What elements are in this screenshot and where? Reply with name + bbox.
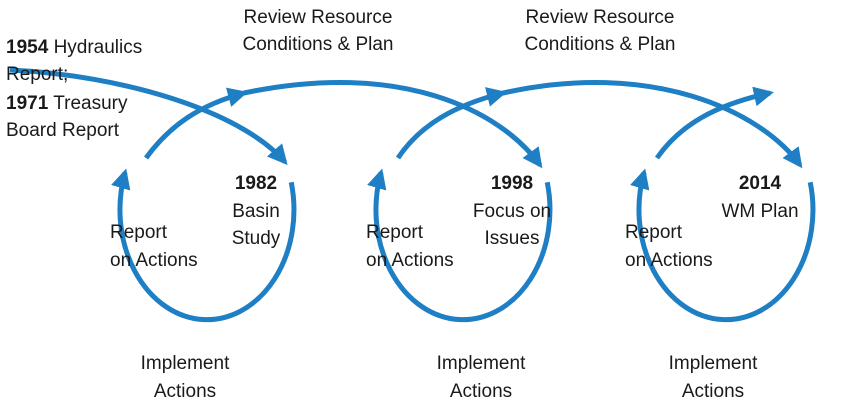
intro-text-treasury: Treasury xyxy=(53,93,128,114)
cycle-1-report-line-2: on Actions xyxy=(110,250,198,271)
cycle-2-year: 1998 xyxy=(490,173,534,194)
cycle-2-implement-line-2: Actions xyxy=(449,381,513,402)
cycle-2-circle-arrow xyxy=(367,168,553,323)
cycle-1-implement-line-1: Implement xyxy=(140,353,230,374)
intro-year-1971: 1971 xyxy=(6,93,49,114)
review-label-1-line-1: Review Resource xyxy=(243,7,393,28)
intro-connector-arrow xyxy=(9,67,288,166)
review-label-1-line-2: Conditions & Plan xyxy=(242,34,394,55)
review-label-2-line-2: Conditions & Plan xyxy=(524,34,676,55)
cycle-3-implement-line-2: Actions xyxy=(681,381,745,402)
cycle-3-year: 2014 xyxy=(738,173,782,194)
intro-line-4: Board Report xyxy=(6,120,120,141)
cycle-1-title-line-2: Study xyxy=(231,228,281,249)
cycle-2-title-line-1: Focus on xyxy=(472,201,552,222)
cycle-2-report-line-1: Report xyxy=(366,222,424,243)
intro-text-hydraulics: Hydraulics xyxy=(53,37,143,58)
review-label-2-line-1: Review Resource xyxy=(525,7,675,28)
cycle-3-title-line-1: WM Plan xyxy=(721,201,799,222)
review-arc-1-connector xyxy=(243,79,543,169)
cycle-2-report-line-2: on Actions xyxy=(366,250,454,271)
cycle-3-report-line-2: on Actions xyxy=(625,250,713,271)
review-arc-3-stub xyxy=(654,86,774,160)
intro-year-1954: 1954 xyxy=(6,37,49,58)
cycle-2-implement-line-1: Implement xyxy=(436,353,526,374)
cycle-1-report-line-1: Report xyxy=(110,222,168,243)
cycle-3-report-line-1: Report xyxy=(625,222,683,243)
intro-line-2: Report; xyxy=(6,64,69,85)
review-arc-2-connector xyxy=(502,79,803,169)
cycle-1-circle-arrow xyxy=(111,168,297,323)
review-arc-2-stub xyxy=(395,87,507,160)
cycle-1-year: 1982 xyxy=(234,173,278,194)
cycle-3-implement-line-1: Implement xyxy=(668,353,758,374)
review-arc-1-stub xyxy=(143,87,248,160)
cycle-1-title-line-1: Basin xyxy=(232,201,280,222)
cycle-1-implement-line-2: Actions xyxy=(153,381,217,402)
intro-line-3: 1971 Treasury xyxy=(6,90,127,117)
cycle-3-circle-arrow xyxy=(630,168,816,323)
intro-line-1: 1954 Hydraulics xyxy=(6,34,142,61)
cycle-2-title-line-2: Issues xyxy=(484,228,540,249)
